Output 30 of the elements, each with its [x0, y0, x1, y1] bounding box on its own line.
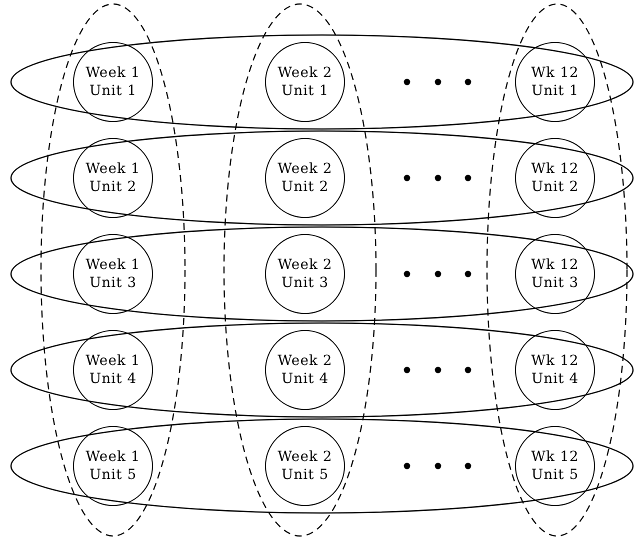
circle-node [73, 234, 153, 314]
node-label: Wk 12 Unit 2 [530, 160, 580, 196]
node-label: Week 1 Unit 3 [84, 256, 142, 292]
circle-node [515, 42, 595, 122]
node-label: Week 1 Unit 5 [84, 448, 142, 484]
circle-node [265, 42, 345, 122]
node-label: Week 2 Unit 2 [276, 160, 334, 196]
node-label: Wk 12 Unit 3 [530, 256, 580, 292]
node-label: Week 1 Unit 2 [84, 160, 142, 196]
node-label: Week 2 Unit 3 [276, 256, 334, 292]
node-label: Week 2 Unit 4 [276, 352, 334, 388]
node-label: Week 1 Unit 1 [84, 64, 142, 100]
circle-node [73, 330, 153, 410]
circle-node [265, 138, 345, 218]
node-label: Week 2 Unit 5 [276, 448, 334, 484]
circle-node [265, 426, 345, 506]
node-label: Week 2 Unit 1 [276, 64, 334, 100]
circle-node [73, 42, 153, 122]
circle-node [265, 234, 345, 314]
circle-node [265, 330, 345, 410]
circle-node [515, 330, 595, 410]
circle-node [515, 234, 595, 314]
node-label: Wk 12 Unit 1 [530, 64, 580, 100]
node-label: Wk 12 Unit 4 [530, 352, 580, 388]
circle-node [73, 426, 153, 506]
circle-node [515, 426, 595, 506]
node-label: Wk 12 Unit 5 [530, 448, 580, 484]
circle-node [73, 138, 153, 218]
node-label: Week 1 Unit 4 [84, 352, 142, 388]
circle-node [515, 138, 595, 218]
